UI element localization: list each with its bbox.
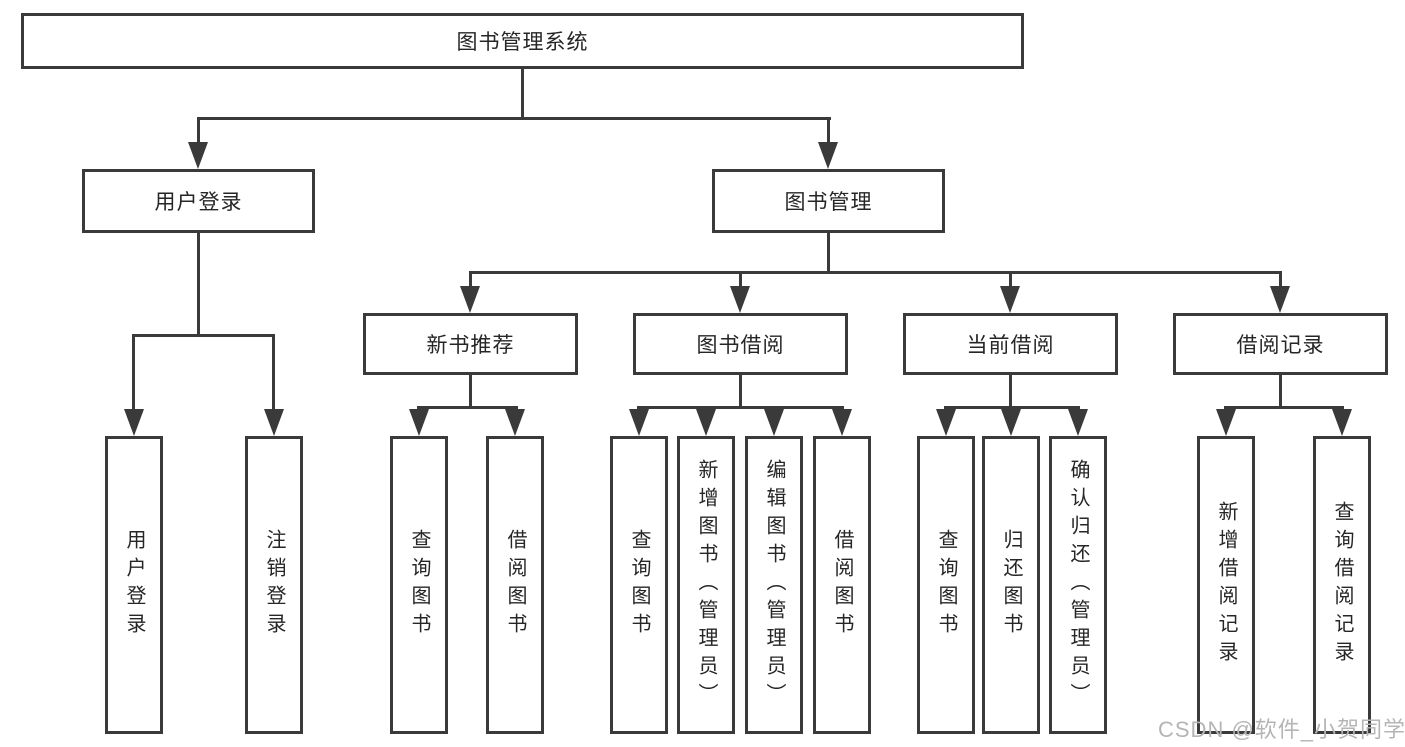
connector-line	[1224, 406, 1344, 409]
leaf-label: 新增图书（管理员）	[695, 459, 717, 711]
arrowhead-down-icon	[629, 409, 649, 436]
connector-line	[739, 375, 742, 409]
leaf-query-books-1: 查询图书	[390, 436, 448, 734]
connector-line	[521, 69, 524, 119]
connector-line	[469, 375, 472, 409]
connector-line	[197, 233, 200, 335]
leaf-logout: 注销登录	[245, 436, 303, 734]
leaf-label: 查询图书	[628, 529, 650, 641]
arrowhead-down-icon	[1000, 286, 1020, 313]
leaf-label: 新增借阅记录	[1215, 501, 1237, 669]
node-label: 当前借阅	[966, 334, 1055, 357]
arrowhead-down-icon	[1332, 409, 1352, 436]
arrowhead-down-icon	[409, 409, 429, 436]
arrowhead-down-icon	[1216, 409, 1236, 436]
arrowhead-down-icon	[764, 409, 784, 436]
leaf-label: 借阅图书	[504, 529, 526, 641]
arrowhead-down-icon	[505, 409, 525, 436]
connector-line	[197, 117, 831, 120]
connector-line	[944, 406, 1080, 409]
connector-line	[1009, 375, 1012, 409]
connector-line	[132, 334, 135, 411]
arrowhead-down-icon	[188, 142, 208, 169]
node-current-borrow: 当前借阅	[903, 313, 1118, 375]
leaf-label: 注销登录	[263, 529, 285, 641]
arrowhead-down-icon	[1001, 409, 1021, 436]
leaf-label: 确认归还（管理员）	[1067, 459, 1089, 711]
connector-line	[827, 117, 830, 144]
leaf-label: 查询借阅记录	[1331, 501, 1353, 669]
arrowhead-down-icon	[124, 409, 144, 436]
connector-line	[417, 406, 518, 409]
leaf-return-books: 归还图书	[982, 436, 1040, 734]
connector-line	[469, 271, 472, 288]
connector-line	[197, 117, 200, 144]
leaf-label: 归还图书	[1000, 529, 1022, 641]
node-new-book-recommend: 新书推荐	[363, 313, 578, 375]
leaf-borrow-books-2: 借阅图书	[813, 436, 871, 734]
connector-line	[739, 271, 742, 288]
arrowhead-down-icon	[1270, 286, 1290, 313]
node-library-management-system: 图书管理系统	[21, 13, 1024, 69]
watermark-text: CSDN @软件_小贺同学	[1158, 717, 1405, 742]
arrowhead-down-icon	[730, 286, 750, 313]
node-label: 用户登录	[154, 191, 243, 214]
node-label: 新书推荐	[426, 334, 515, 357]
leaf-edit-books-admin: 编辑图书（管理员）	[745, 436, 803, 734]
leaf-borrow-books-1: 借阅图书	[486, 436, 544, 734]
leaf-label: 查询图书	[408, 529, 430, 641]
arrowhead-down-icon	[936, 409, 956, 436]
leaf-query-borrow-record: 查询借阅记录	[1313, 436, 1371, 734]
leaf-add-borrow-record: 新增借阅记录	[1197, 436, 1255, 734]
node-label: 借阅记录	[1236, 334, 1325, 357]
leaf-user-login: 用户登录	[105, 436, 163, 734]
connector-line	[1279, 271, 1282, 288]
node-label: 图书管理	[784, 191, 873, 214]
arrowhead-down-icon	[1068, 409, 1088, 436]
node-book-management: 图书管理	[712, 169, 945, 233]
connector-line	[132, 334, 275, 337]
arrowhead-down-icon	[696, 409, 716, 436]
node-book-borrow: 图书借阅	[633, 313, 848, 375]
leaf-label: 查询图书	[935, 529, 957, 641]
node-borrow-records: 借阅记录	[1173, 313, 1388, 375]
leaf-label: 借阅图书	[831, 529, 853, 641]
leaf-query-books-2: 查询图书	[610, 436, 668, 734]
node-user-login: 用户登录	[82, 169, 315, 233]
connector-line	[637, 406, 844, 409]
connector-line	[1009, 271, 1012, 288]
arrowhead-down-icon	[832, 409, 852, 436]
node-label: 图书管理系统	[456, 31, 589, 54]
arrowhead-down-icon	[460, 286, 480, 313]
connector-line	[1279, 375, 1282, 409]
connector-line	[827, 233, 830, 273]
leaf-label: 编辑图书（管理员）	[763, 459, 785, 711]
leaf-add-books-admin: 新增图书（管理员）	[677, 436, 735, 734]
connector-line	[469, 271, 1282, 274]
arrowhead-down-icon	[264, 409, 284, 436]
leaf-confirm-return-admin: 确认归还（管理员）	[1049, 436, 1107, 734]
node-label: 图书借阅	[696, 334, 785, 357]
connector-line	[272, 334, 275, 411]
leaf-query-books-3: 查询图书	[917, 436, 975, 734]
leaf-label: 用户登录	[123, 529, 145, 641]
arrowhead-down-icon	[818, 142, 838, 169]
